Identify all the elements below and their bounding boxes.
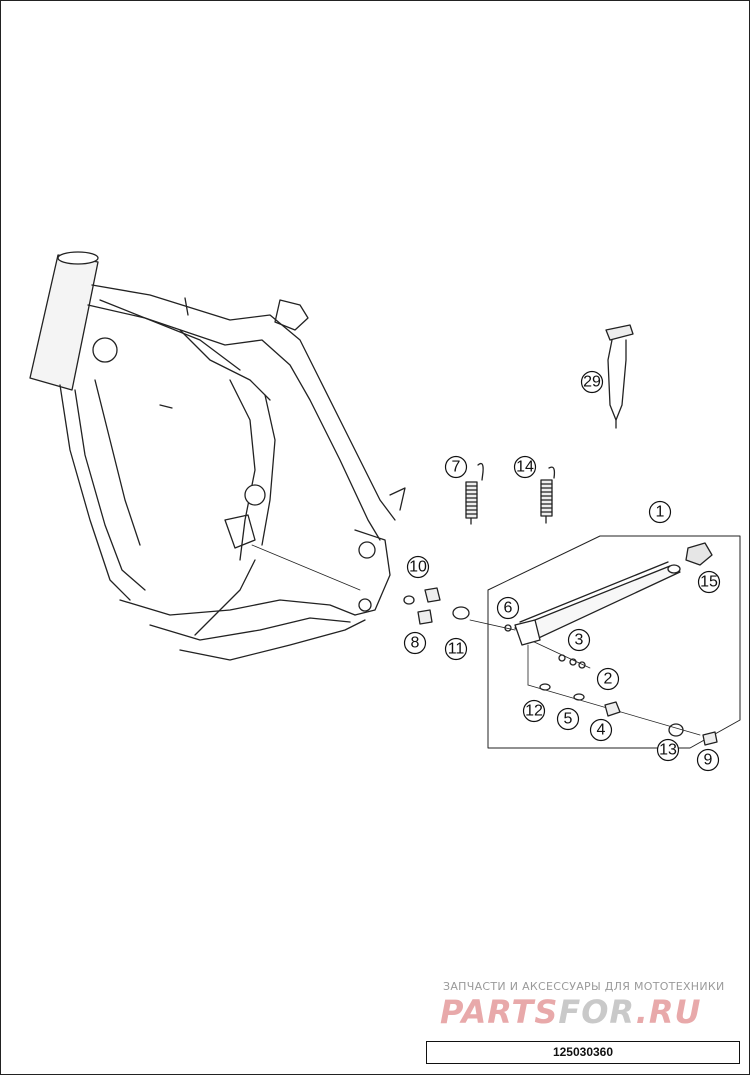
svg-text:29: 29	[583, 374, 601, 391]
watermark-logo: PARTSFOR.RU	[440, 992, 701, 1032]
svg-text:8: 8	[411, 635, 420, 652]
svg-text:9: 9	[704, 752, 713, 769]
svg-text:12: 12	[525, 703, 543, 720]
callout-12: 12	[522, 699, 546, 723]
callout-11: 11	[444, 637, 468, 661]
side-stand-assembly-box	[487, 535, 741, 749]
leader-lines	[251, 544, 701, 736]
callout-3: 3	[567, 628, 591, 652]
spring-14	[540, 466, 556, 524]
svg-text:2: 2	[604, 671, 613, 688]
svg-text:7: 7	[452, 459, 461, 476]
callout-7: 7	[444, 455, 468, 479]
svg-text:13: 13	[659, 742, 677, 759]
callout-13: 13	[656, 738, 680, 762]
watermark-tagline: ЗАПЧАСТИ И АКСЕССУАРЫ ДЛЯ МОТОТЕХНИКИ	[443, 980, 725, 993]
callout-29: 29	[580, 370, 604, 394]
callout-5: 5	[556, 707, 580, 731]
spring-7	[465, 462, 484, 525]
callout-15: 15	[697, 570, 721, 594]
svg-text:15: 15	[700, 574, 718, 591]
watermark-logo-ru: .RU	[635, 993, 702, 1031]
svg-text:1: 1	[656, 504, 665, 521]
svg-text:4: 4	[597, 722, 606, 739]
callout-4: 4	[589, 718, 613, 742]
motorcycle-frame	[29, 251, 406, 661]
hardware-parts	[403, 587, 718, 746]
callout-8: 8	[403, 631, 427, 655]
spring-puller-tool	[605, 324, 634, 429]
callout-6: 6	[496, 596, 520, 620]
svg-text:6: 6	[504, 600, 513, 617]
watermark-logo-for: FOR	[558, 993, 636, 1031]
svg-text:3: 3	[575, 632, 584, 649]
drawing-number: 125030360	[426, 1041, 740, 1064]
callout-9: 9	[696, 748, 720, 772]
callout-2: 2	[596, 667, 620, 691]
callout-14: 14	[513, 455, 537, 479]
svg-text:14: 14	[516, 459, 534, 476]
side-stand	[514, 561, 681, 646]
callout-1: 1	[648, 500, 672, 524]
stand-foot	[685, 542, 713, 566]
svg-text:10: 10	[409, 559, 427, 576]
watermark-logo-parts: PARTS	[440, 993, 559, 1031]
svg-text:5: 5	[564, 711, 573, 728]
callout-10: 10	[406, 555, 430, 579]
svg-text:11: 11	[448, 641, 465, 658]
